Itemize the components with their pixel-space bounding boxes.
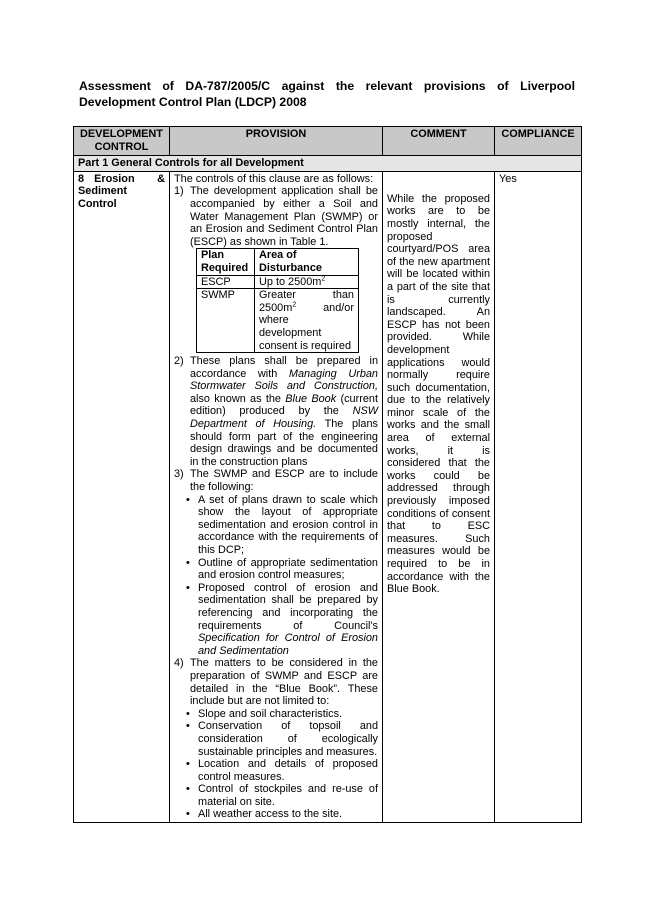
plan-table: Plan Required Area of Disturbance ESCP U… bbox=[196, 248, 359, 354]
control-name-a: Erosion bbox=[94, 172, 135, 185]
comment-cell: While the proposed works are to be mostl… bbox=[382, 170, 495, 824]
list-item: All weather access to the site. bbox=[186, 808, 378, 821]
plan-table-swmp-area: Greater than 2500m2 and/or where develop… bbox=[254, 288, 359, 354]
list-item: Location and details of proposed control… bbox=[186, 758, 378, 783]
control-number: 8 bbox=[78, 172, 85, 185]
header-compliance: COMPLIANCE bbox=[494, 125, 582, 157]
list-item: Outline of appropriate sedimentation and… bbox=[186, 557, 378, 582]
table-row: 8 Erosion & Sediment Control The control… bbox=[73, 170, 582, 824]
compliance-cell: Yes bbox=[494, 170, 582, 824]
assessment-table: DEVELOPMENT CONTROL PROVISION COMMENT CO… bbox=[73, 125, 582, 824]
plan-table-swmp: SWMP bbox=[196, 288, 255, 354]
list-item: Control of stockpiles and re-use of mate… bbox=[186, 783, 378, 808]
part-heading: Part 1 General Controls for all Developm… bbox=[73, 155, 582, 172]
provision-item-3-list: A set of plans drawn to scale which show… bbox=[174, 494, 378, 658]
header-comment: COMMENT bbox=[382, 125, 495, 157]
header-control: DEVELOPMENT CONTROL bbox=[73, 125, 170, 157]
list-item: A set of plans drawn to scale which show… bbox=[186, 494, 378, 557]
control-name-b: Sediment Control bbox=[78, 185, 128, 210]
document-title: Assessment of DA-787/2005/C against the … bbox=[79, 78, 575, 110]
provision-cell: The controls of this clause are as follo… bbox=[169, 170, 383, 824]
list-item: Slope and soil characteristics. bbox=[186, 708, 378, 721]
plan-table-header-area: Area of Disturbance bbox=[254, 248, 359, 276]
control-ampersand: & bbox=[157, 172, 165, 185]
provision-intro: The controls of this clause are as follo… bbox=[174, 172, 374, 185]
part-row: Part 1 General Controls for all Developm… bbox=[73, 155, 582, 172]
provision-item-2: 2)These plans shall be prepared in accor… bbox=[174, 355, 379, 468]
provision-item-3: 3)The SWMP and ESCP are to include the f… bbox=[174, 468, 378, 494]
plan-table-escp: ESCP bbox=[196, 274, 255, 290]
title-line-1: Assessment of DA-787/2005/C against the … bbox=[79, 79, 575, 93]
provision-item-4-list: Slope and soil characteristics. Conserva… bbox=[174, 708, 378, 821]
control-cell: 8 Erosion & Sediment Control bbox=[73, 170, 170, 824]
provision-item-1: 1)The development application shall be a… bbox=[174, 185, 378, 248]
title-line-2: Development Control Plan (LDCP) 2008 bbox=[79, 95, 307, 109]
control-heading: 8 Erosion & bbox=[78, 173, 165, 186]
list-item: Proposed control of erosion and sediment… bbox=[186, 582, 378, 658]
provision-item-4: 4)The matters to be considered in the pr… bbox=[174, 657, 378, 708]
header-provision: PROVISION bbox=[169, 125, 383, 157]
plan-table-escp-area: Up to 2500m2 bbox=[254, 274, 359, 290]
plan-table-header-plan: Plan Required bbox=[196, 248, 255, 276]
list-item: Conservation of topsoil and consideratio… bbox=[186, 720, 378, 758]
header-row: DEVELOPMENT CONTROL PROVISION COMMENT CO… bbox=[73, 125, 582, 157]
